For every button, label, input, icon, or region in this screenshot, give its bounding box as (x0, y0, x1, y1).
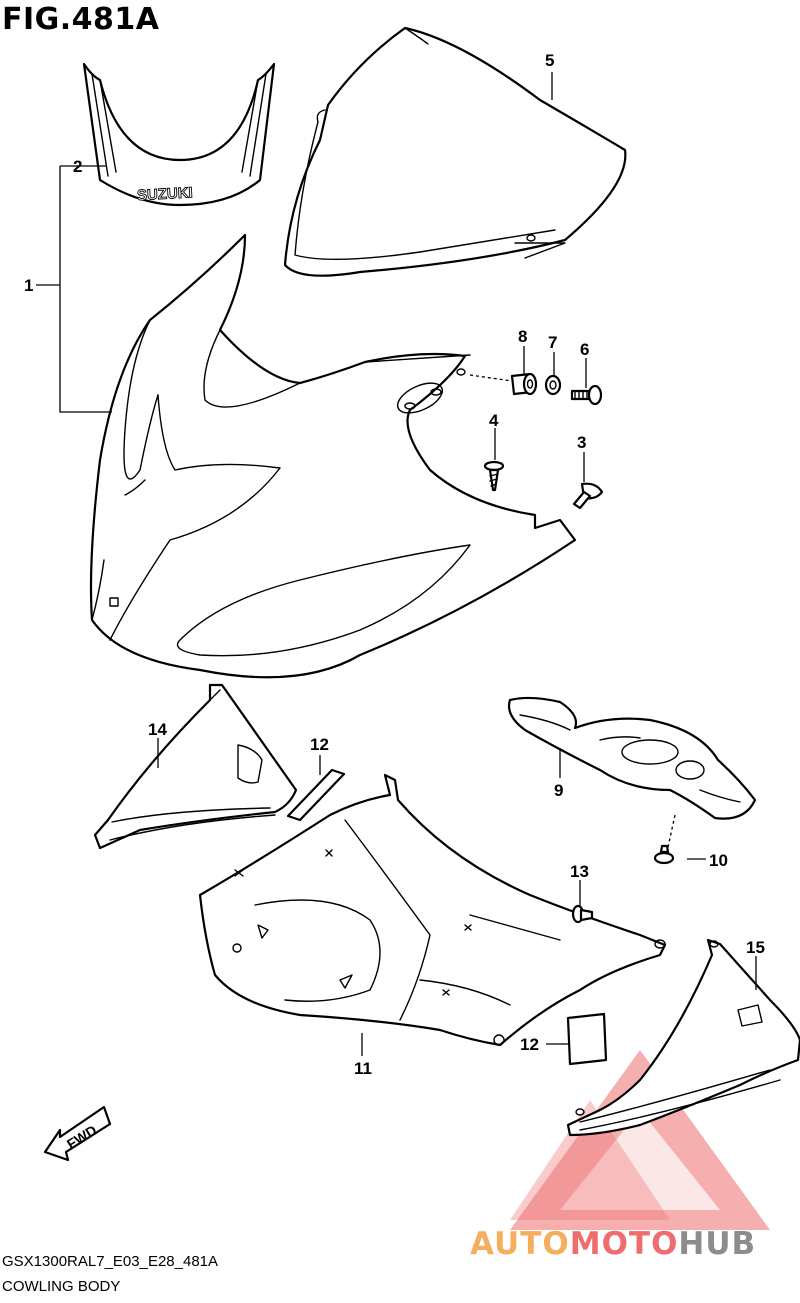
callout-9: 9 (554, 781, 563, 800)
callout-5: 5 (545, 51, 554, 70)
screw-6 (570, 384, 603, 406)
clip-13 (571, 904, 594, 924)
emblem-text: SUZUKI (137, 184, 194, 204)
watermark-hub: HUB (678, 1226, 757, 1262)
grommet (469, 372, 538, 396)
callout-1: 1 (24, 276, 33, 295)
emblem-panel: SUZUKI (82, 62, 276, 207)
callout-7: 7 (548, 333, 557, 352)
callout-10: 10 (709, 851, 728, 870)
callout-8: 8 (518, 327, 527, 346)
screw-4 (483, 460, 505, 492)
clip-10 (653, 814, 676, 865)
bolt-3 (572, 482, 604, 510)
side-inner-panel-15 (566, 938, 800, 1137)
watermark-auto: AUTO (470, 1226, 570, 1262)
callout-2: 2 (73, 157, 82, 176)
leader-lines (36, 72, 757, 1056)
pad-lower (566, 1012, 608, 1066)
upper-cowling (89, 233, 577, 679)
windscreen (283, 26, 627, 277)
callout-6: 6 (580, 340, 589, 359)
figure-title: FIG.481A (2, 2, 160, 37)
watermark-text: AUTOMOTOHUB (470, 1226, 756, 1262)
callout-12-lower: 12 (520, 1035, 539, 1054)
watermark-moto: MOTO (569, 1226, 679, 1262)
seal-strip-upper (286, 768, 346, 822)
lower-inner-cowling-11 (198, 773, 667, 1047)
watermark-logo-icon (510, 1050, 770, 1230)
callout-13: 13 (570, 862, 589, 881)
washer (544, 374, 562, 396)
callout-15: 15 (746, 938, 765, 957)
inner-side-panel-14 (93, 683, 298, 850)
figure-model-code: GSX1300RAL7_E03_E28_481A (2, 1253, 219, 1270)
callout-14: 14 (148, 720, 167, 739)
callout-12-upper: 12 (310, 735, 329, 754)
forward-direction-arrow-icon: FWD (43, 1105, 112, 1162)
callout-labels: 1 2 3 4 5 6 7 8 9 10 11 12 12 13 14 15 (24, 51, 765, 1078)
inner-duct-9 (507, 696, 757, 820)
callout-4: 4 (489, 411, 499, 430)
figure-name: COWLING BODY (2, 1278, 121, 1295)
callout-11: 11 (354, 1059, 372, 1078)
callout-3: 3 (577, 433, 586, 452)
